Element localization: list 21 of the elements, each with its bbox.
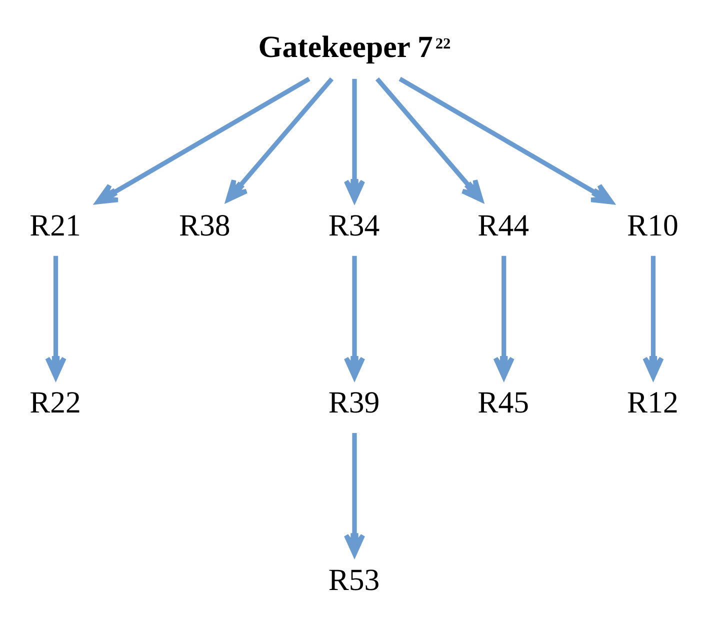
node-text: R34 bbox=[328, 208, 380, 243]
arrow bbox=[344, 78, 366, 202]
node-text: R44 bbox=[478, 208, 529, 243]
node-text: R39 bbox=[328, 386, 380, 420]
node-text: R21 bbox=[30, 208, 81, 243]
node-text: R53 bbox=[328, 562, 380, 597]
arrow bbox=[642, 256, 664, 380]
arrow bbox=[226, 77, 334, 202]
arrow bbox=[95, 76, 310, 204]
arrow bbox=[344, 433, 366, 556]
arrow bbox=[398, 76, 614, 204]
arrow bbox=[344, 256, 366, 380]
arrow bbox=[45, 256, 66, 380]
node-text: R12 bbox=[627, 386, 678, 420]
node-text: R45 bbox=[478, 386, 529, 420]
arrow bbox=[375, 77, 484, 202]
node-text: R22 bbox=[30, 386, 81, 420]
node-text: R10 bbox=[627, 208, 678, 243]
node-text: Gatekeeper 7$^{22}$ bbox=[258, 30, 451, 64]
arrow bbox=[493, 256, 514, 380]
node-text: R38 bbox=[178, 208, 230, 243]
